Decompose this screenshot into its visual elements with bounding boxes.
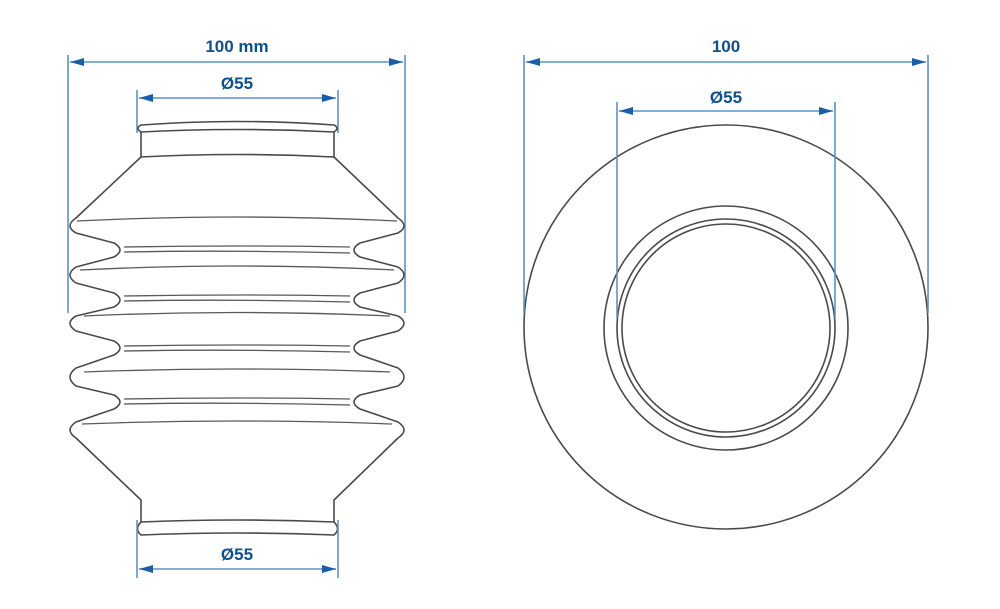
outer-diameter-label: 100 [711, 37, 741, 56]
arrow-left-icon [619, 107, 633, 115]
top-opening-label: Ø55 [220, 74, 254, 93]
arrow-left-icon [139, 565, 153, 573]
arrow-right-icon [389, 58, 403, 66]
arrow-left-icon [139, 94, 153, 102]
fold-lines [76, 216, 398, 425]
top-opening-dimension [136, 90, 339, 133]
arrow-right-icon [322, 565, 336, 573]
inner-diameter-label: Ø55 [709, 88, 743, 107]
arrow-right-icon [819, 107, 833, 115]
bellows-body [69, 156, 405, 523]
top-neck [140, 131, 335, 158]
overall-width-dimension [67, 55, 406, 313]
bottom-opening-dimension [136, 520, 339, 578]
outer-circle [523, 124, 929, 530]
arrow-left-icon [70, 58, 84, 66]
lip-inner-circle [621, 223, 831, 433]
arrow-left-icon [526, 58, 540, 66]
arrow-right-icon [322, 94, 336, 102]
inner-diameter-dimension [616, 102, 836, 318]
flange-circle [603, 205, 849, 451]
side-view [67, 55, 406, 578]
bottom-lip [136, 519, 339, 536]
overall-width-label: 100 mm [205, 37, 269, 56]
arrow-right-icon [912, 58, 926, 66]
top-lip [137, 120, 338, 133]
lip-outer-circle [616, 218, 836, 438]
top-view [523, 55, 929, 530]
bottom-opening-label: Ø55 [220, 545, 254, 564]
outer-diameter-dimension [523, 55, 929, 313]
